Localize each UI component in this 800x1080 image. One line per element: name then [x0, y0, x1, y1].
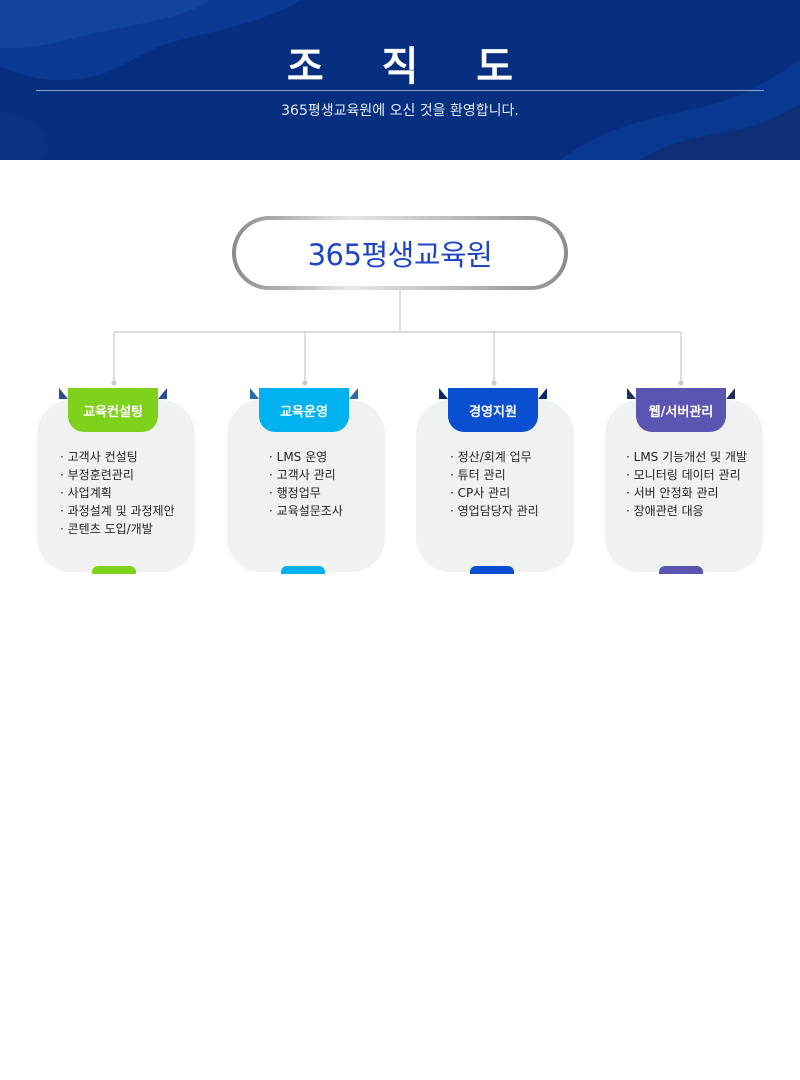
tab-ear-left: [250, 388, 259, 399]
list-item: · 고객사 컨설팅: [60, 450, 138, 464]
list-item: · 고객사 관리: [269, 468, 336, 482]
list-item: · LMS 기능개선 및 개발: [626, 450, 748, 464]
tab-ear-right: [726, 388, 735, 399]
department-name: 웹/서버관리: [636, 388, 726, 432]
org-root-label: 365평생교육원: [307, 238, 493, 272]
department-tab-web-server: 웹/서버관리: [627, 388, 735, 432]
department-foot-accent: [470, 566, 514, 574]
list-item: · 콘텐츠 도입/개발: [60, 522, 153, 536]
org-root-inner: 365평생교육원: [236, 220, 564, 286]
list-item: · 정산/회계 업무: [450, 450, 532, 464]
list-item: · 튜터 관리: [450, 468, 506, 482]
department-name: 경영지원: [448, 388, 538, 432]
tab-ear-left: [59, 388, 68, 399]
list-item: · 장애관련 대응: [626, 504, 704, 518]
title-divider: [36, 90, 764, 91]
department-duties-list: · 정산/회계 업무 · 튜터 관리 · CP사 관리 · 영업담당자 관리: [450, 448, 539, 520]
department-tab-consulting: 교육컨설팅: [59, 388, 167, 432]
tab-ear-right: [158, 388, 167, 399]
wave-background-graphic: [0, 0, 800, 160]
list-item: · 영업담당자 관리: [450, 504, 539, 518]
tab-ear-right: [349, 388, 358, 399]
department-foot-accent: [659, 566, 703, 574]
list-item: · 교육설문조사: [269, 504, 343, 518]
department-name: 교육컨설팅: [68, 388, 158, 432]
department-foot-accent: [92, 566, 136, 574]
tab-ear-left: [627, 388, 636, 399]
department-foot-accent: [281, 566, 325, 574]
page-subtitle: 365평생교육원에 오신 것을 환영합니다.: [281, 103, 519, 119]
list-item: · 사업계획: [60, 486, 112, 500]
tab-ear-right: [538, 388, 547, 399]
list-item: · 모니터링 데이터 관리: [626, 468, 741, 482]
list-item: · CP사 관리: [450, 486, 511, 500]
list-item: · LMS 운영: [269, 450, 328, 464]
list-item: · 과정설계 및 과정제안: [60, 504, 175, 518]
list-item: · 부정훈련관리: [60, 468, 134, 482]
department-tab-management: 경영지원: [439, 388, 547, 432]
department-name: 교육운영: [259, 388, 349, 432]
department-duties-list: · LMS 기능개선 및 개발 · 모니터링 데이터 관리 · 서버 안정화 관…: [626, 448, 747, 520]
department-duties-list: · 고객사 컨설팅 · 부정훈련관리 · 사업계획 · 과정설계 및 과정제안 …: [60, 448, 175, 538]
org-root-node: 365평생교육원: [232, 216, 568, 290]
header-banner: 조 직 도 365평생교육원에 오신 것을 환영합니다.: [0, 0, 800, 160]
list-item: · 서버 안정화 관리: [626, 486, 719, 500]
page-title: 조 직 도: [286, 44, 536, 90]
tab-ear-left: [439, 388, 448, 399]
department-tab-operations: 교육운영: [250, 388, 358, 432]
department-duties-list: · LMS 운영 · 고객사 관리 · 행정업무 · 교육설문조사: [269, 448, 343, 520]
list-item: · 행정업무: [269, 486, 321, 500]
